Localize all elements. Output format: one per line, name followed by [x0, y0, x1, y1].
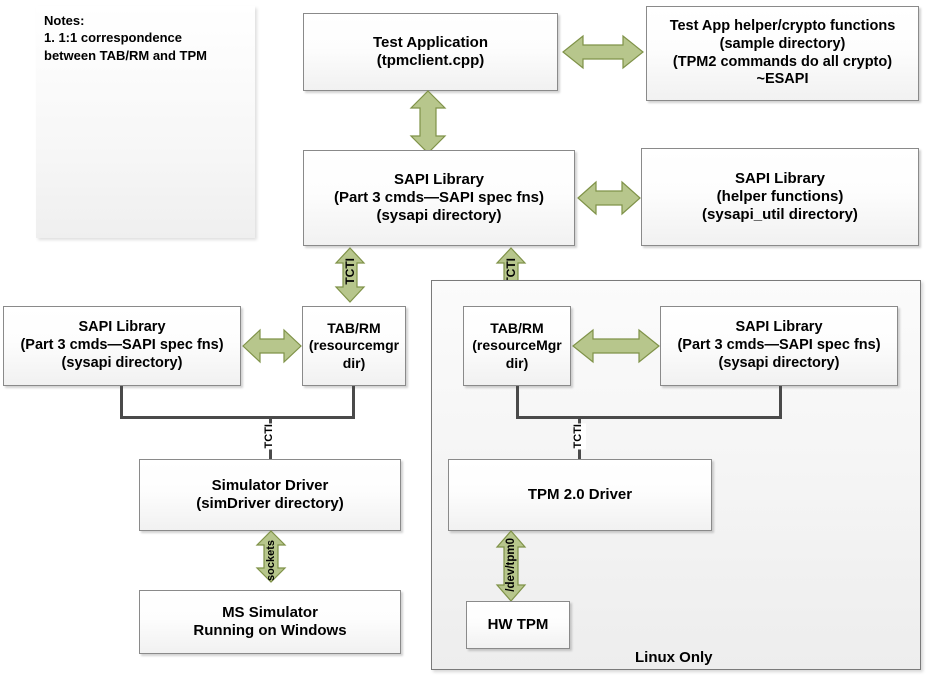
box-hw-tpm[interactable]: HW TPM: [466, 601, 570, 649]
box-sapi-library-left[interactable]: SAPI Library (Part 3 cmds—SAPI spec fns)…: [3, 306, 241, 386]
connector-left-bridge: [120, 416, 355, 419]
box-sapi-library-right[interactable]: SAPI Library (Part 3 cmds—SAPI spec fns)…: [660, 306, 898, 386]
box-sapi-library-left-line-1: SAPI Library: [78, 319, 166, 336]
arrow-sapi-left-to-tabrm-left: [242, 328, 302, 364]
arrow-label-sockets: sockets: [265, 540, 277, 581]
box-sapi-library-helper-line-3: (sysapi_util directory): [702, 206, 858, 224]
box-sapi-library-left-line-2: (Part 3 cmds—SAPI spec fns): [20, 337, 224, 354]
box-sapi-library-helper-line-2: (helper functions): [716, 187, 844, 205]
box-ms-simulator-line-1: MS Simulator: [222, 603, 318, 621]
arrow-tabrm-right-to-sapi-right: [572, 328, 660, 364]
box-tpm20-driver[interactable]: TPM 2.0 Driver: [448, 459, 712, 531]
box-sapi-library-main-line-3: (sysapi directory): [376, 207, 502, 225]
box-test-application[interactable]: Test Application (tpmclient.cpp): [303, 13, 558, 91]
connector-right-sapi-down: [779, 386, 782, 419]
connector-label-tcti-sim: TCTI: [263, 423, 277, 450]
box-tabrm-left-line-2: (resourcemgr: [308, 337, 400, 354]
box-test-app-helper-line-1: Test App helper/crypto functions: [669, 18, 896, 35]
connector-label-tcti-tpm: TCTI: [572, 423, 586, 450]
box-test-app-helper[interactable]: Test App helper/crypto functions (sample…: [646, 6, 919, 101]
box-tabrm-right-line-1: TAB/RM: [490, 320, 544, 337]
box-test-app-helper-line-4: ~ESAPI: [756, 71, 809, 88]
box-tabrm-left[interactable]: TAB/RM (resourcemgr dir): [302, 306, 406, 386]
arrow-sockets: [255, 530, 287, 583]
box-sapi-library-right-line-3: (sysapi directory): [718, 354, 840, 371]
box-test-app-helper-line-2: (sample directory): [719, 35, 846, 52]
connector-right-bridge: [516, 416, 782, 419]
linux-only-label: Linux Only: [635, 649, 713, 666]
box-tabrm-right[interactable]: TAB/RM (resourceMgr dir): [463, 306, 571, 386]
box-sapi-library-left-line-3: (sysapi directory): [61, 354, 183, 371]
connector-left-sapi-down: [120, 386, 123, 419]
box-simulator-driver-line-1: Simulator Driver: [211, 476, 329, 494]
connector-left-tabrm-down: [352, 386, 355, 419]
box-tabrm-right-line-2: (resourceMgr: [472, 337, 562, 354]
box-test-application-line-1: Test Application: [372, 33, 488, 51]
box-test-app-helper-line-3: (TPM2 commands do all crypto): [672, 53, 893, 70]
box-simulator-driver-line-2: (simDriver directory): [196, 495, 344, 512]
connector-right-tabrm-down: [516, 386, 519, 419]
arrow-label-tcti-left: TCTI: [343, 258, 357, 285]
notes-item-1: 1. 1:1 correspondence: [44, 30, 182, 46]
notes-panel: Notes: 1. 1:1 correspondence between TAB…: [36, 6, 255, 238]
notes-item-2: between TAB/RM and TPM: [44, 47, 207, 63]
arrow-testapp-to-helper: [562, 34, 644, 70]
arrow-testapp-to-sapi: [409, 90, 447, 154]
box-sapi-library-helper[interactable]: SAPI Library (helper functions) (sysapi_…: [641, 148, 919, 246]
box-ms-simulator-line-2: Running on Windows: [193, 622, 347, 639]
box-tpm20-driver-line-1: TPM 2.0 Driver: [527, 485, 633, 503]
box-ms-simulator[interactable]: MS Simulator Running on Windows: [139, 590, 401, 654]
box-hw-tpm-line-1: HW TPM: [487, 615, 549, 633]
arrow-label-dev-tpm0: /dev/tpm0: [505, 538, 517, 592]
box-sapi-library-main-line-1: SAPI Library: [393, 170, 485, 188]
box-tabrm-left-line-3: dir): [342, 354, 366, 371]
box-simulator-driver[interactable]: Simulator Driver (simDriver directory): [139, 459, 401, 531]
arrow-sapi-main-to-helper: [577, 180, 641, 216]
box-sapi-library-right-line-2: (Part 3 cmds—SAPI spec fns): [677, 337, 881, 354]
box-test-application-line-2: (tpmclient.cpp): [376, 52, 485, 69]
box-sapi-library-helper-line-1: SAPI Library: [734, 169, 826, 187]
box-tabrm-right-line-3: dir): [505, 354, 529, 371]
box-sapi-library-right-line-1: SAPI Library: [735, 319, 823, 336]
notes-heading: Notes:: [44, 13, 85, 28]
box-sapi-library-main[interactable]: SAPI Library (Part 3 cmds—SAPI spec fns)…: [303, 150, 575, 246]
box-tabrm-left-line-1: TAB/RM: [327, 320, 381, 337]
arrow-tcti-left: [334, 247, 366, 303]
box-sapi-library-main-line-2: (Part 3 cmds—SAPI spec fns): [333, 188, 545, 206]
